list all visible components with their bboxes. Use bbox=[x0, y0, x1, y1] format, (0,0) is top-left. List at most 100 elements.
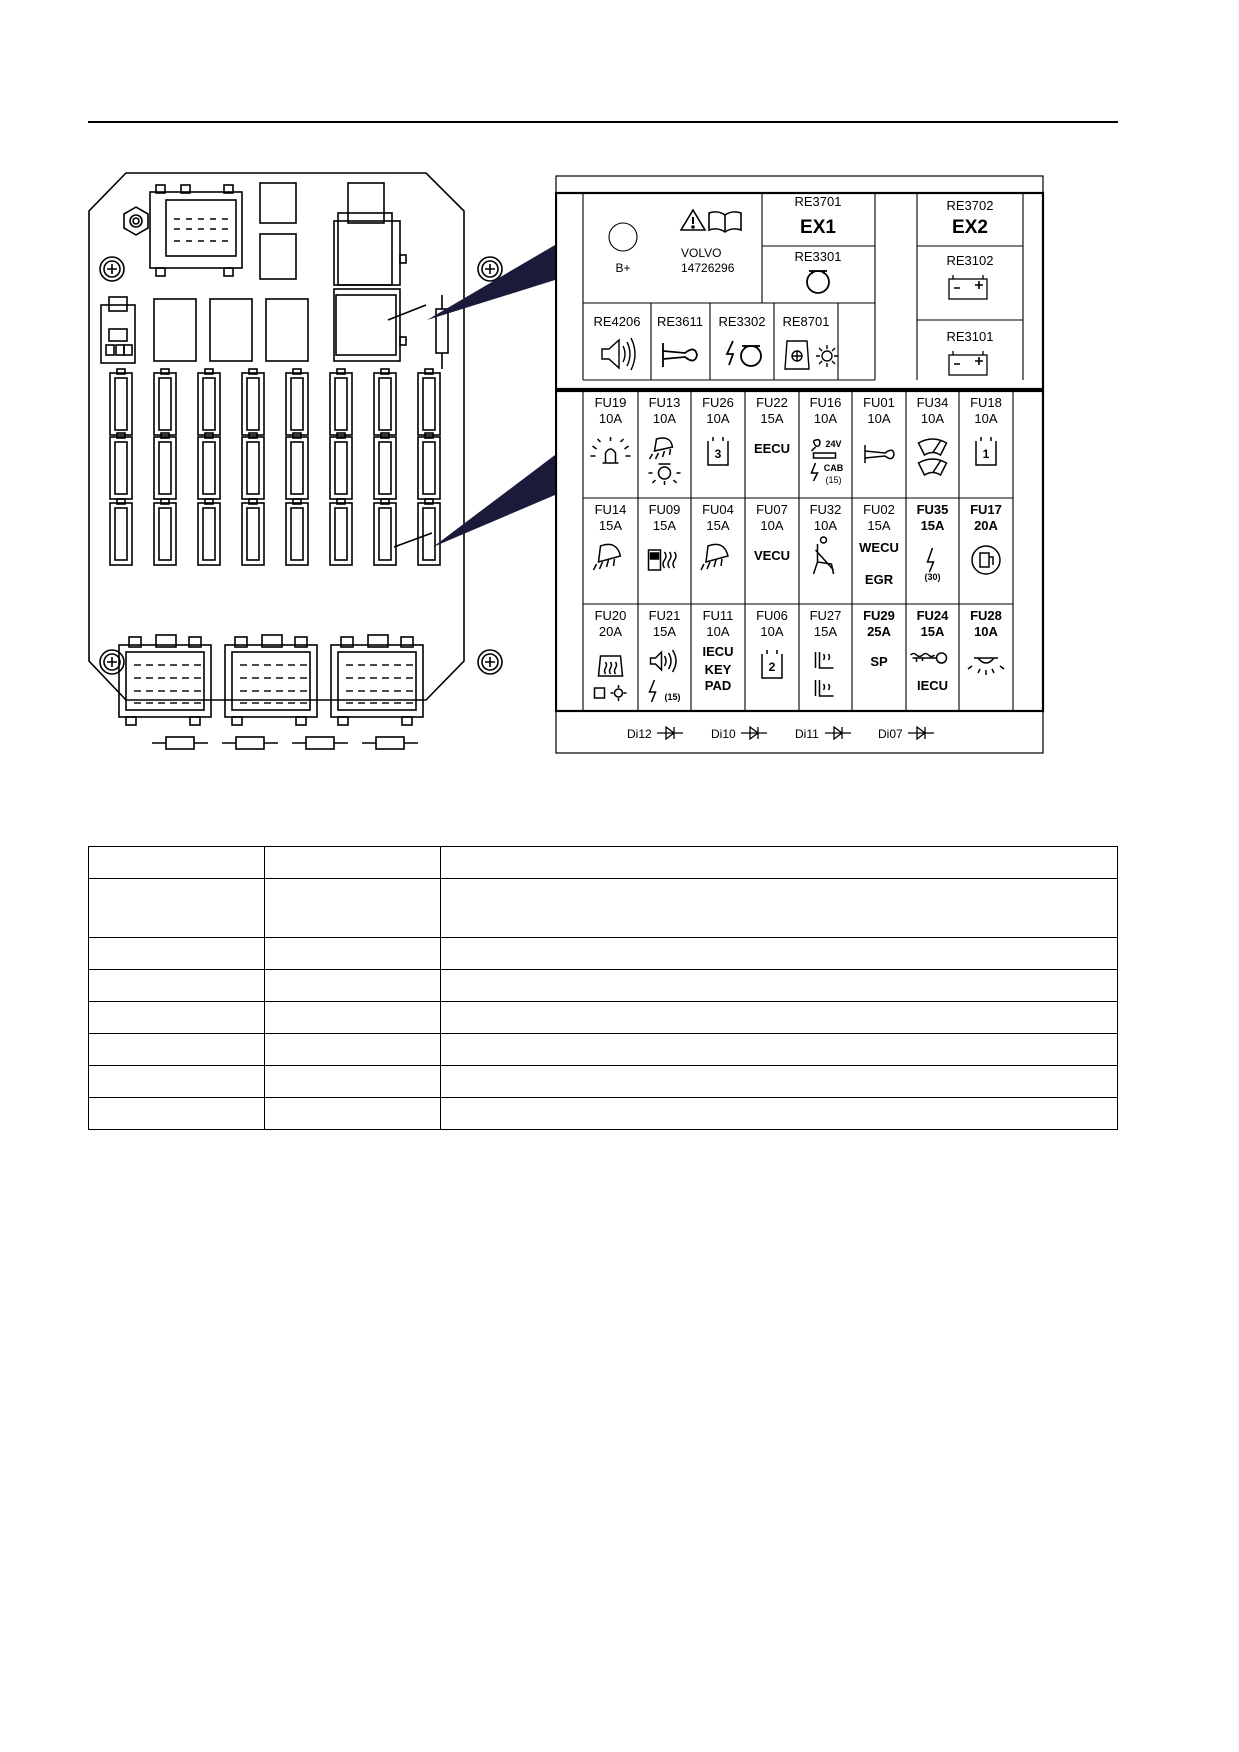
fuse-note: (30) bbox=[924, 572, 940, 582]
diode-icon bbox=[292, 736, 348, 750]
fuse-code: FU02 bbox=[863, 502, 895, 517]
fuse-rating: 10A bbox=[599, 411, 622, 426]
ex2-code: RE3702 bbox=[947, 198, 994, 213]
fuse-rating: 20A bbox=[974, 518, 998, 533]
fuse-slot bbox=[329, 498, 353, 566]
brand-text: VOLVO bbox=[681, 246, 721, 260]
cigarette-lighter-icon bbox=[810, 438, 837, 482]
diode-icon bbox=[152, 736, 208, 750]
fuse-code: FU27 bbox=[810, 608, 842, 623]
leader-line bbox=[393, 532, 433, 548]
table-row bbox=[88, 1033, 1118, 1066]
fuse-code: FU11 bbox=[703, 608, 734, 623]
fuse-code: FU26 bbox=[702, 395, 734, 410]
fuse-slot bbox=[153, 368, 177, 436]
fuse-code: FU01 bbox=[863, 395, 895, 410]
screw-icon bbox=[477, 649, 503, 675]
fuse-rating: 15A bbox=[921, 624, 945, 639]
warning-manual-icon bbox=[679, 208, 742, 233]
fuse-slot bbox=[285, 432, 309, 500]
fuse-rating: 15A bbox=[867, 518, 890, 533]
fuse-code: FU20 bbox=[595, 608, 627, 623]
ecu-label: PAD bbox=[705, 678, 731, 693]
fuse-slot bbox=[417, 368, 441, 436]
fuse-slot bbox=[373, 432, 397, 500]
resistor-icon bbox=[435, 295, 449, 369]
fuse-rating: 10A bbox=[653, 411, 676, 426]
fuse-rating: 10A bbox=[706, 624, 729, 639]
ecu-label: IECU bbox=[702, 644, 733, 659]
fuse-rating: 10A bbox=[706, 411, 729, 426]
module-1-icon bbox=[975, 437, 997, 466]
fuse-rating: 10A bbox=[814, 411, 837, 426]
fuse-rating: 10A bbox=[921, 411, 944, 426]
fan-sun-icon bbox=[784, 340, 838, 370]
relay-code-re3611: RE3611 bbox=[657, 314, 703, 329]
horn-icon bbox=[864, 445, 895, 463]
fuse-code: FU21 bbox=[649, 608, 681, 623]
worklight-icon bbox=[700, 543, 729, 571]
diode-icon bbox=[657, 725, 683, 741]
fuse-slot bbox=[109, 368, 133, 436]
part-number-text: 14726296 bbox=[681, 261, 735, 275]
fuse-rating: 10A bbox=[974, 411, 997, 426]
ecu-label: SP bbox=[870, 654, 888, 669]
ex1-name: EX1 bbox=[800, 217, 836, 238]
diode-icon bbox=[825, 725, 851, 741]
ecu-label: IECU bbox=[917, 678, 948, 693]
fuse-code: FU06 bbox=[756, 608, 788, 623]
fuse-slot bbox=[373, 498, 397, 566]
screw-icon bbox=[477, 256, 503, 282]
re3101-code: RE3101 bbox=[947, 329, 994, 344]
re3102-code: RE3102 bbox=[947, 253, 994, 268]
fuse-code: FU18 bbox=[970, 395, 1002, 410]
fuse-note: 24V bbox=[825, 439, 841, 449]
ex2-name: EX2 bbox=[952, 217, 988, 238]
power-icon bbox=[926, 547, 935, 573]
relay-code-re3302: RE3302 bbox=[719, 314, 766, 329]
top-connector bbox=[149, 184, 243, 277]
fuse-board-drawing bbox=[88, 172, 503, 750]
beacon-icon bbox=[590, 437, 631, 464]
mirror-heat-icon bbox=[593, 655, 627, 701]
fuse-rating: 15A bbox=[921, 518, 945, 533]
diode-label: Di12 bbox=[627, 727, 652, 741]
diode-di07: Di07 bbox=[878, 725, 934, 741]
wiper-icon bbox=[917, 438, 948, 477]
bottom-connector bbox=[224, 634, 318, 726]
fuse-code: FU28 bbox=[970, 608, 1002, 623]
fuse-rating: 10A bbox=[867, 411, 890, 426]
table-row bbox=[88, 878, 1118, 938]
ecu-label: EECU bbox=[754, 441, 790, 456]
diode-label: Di11 bbox=[795, 727, 819, 741]
leader-line bbox=[387, 304, 427, 321]
re3301-code: RE3301 bbox=[795, 249, 842, 264]
fuse-code: FU32 bbox=[810, 502, 842, 517]
b-plus-text: B+ bbox=[615, 261, 630, 275]
diode-label: Di10 bbox=[711, 727, 736, 741]
terminal-icon bbox=[608, 222, 638, 252]
table-row bbox=[88, 1001, 1118, 1034]
fuse-code: FU13 bbox=[649, 395, 681, 410]
diode-di12: Di12 bbox=[627, 725, 683, 741]
ex1-code: RE3701 bbox=[795, 194, 842, 209]
engine-icon bbox=[806, 270, 830, 294]
fuse-rating: 15A bbox=[653, 624, 676, 639]
fuse-code: FU07 bbox=[756, 502, 788, 517]
fuse-code: FU09 bbox=[649, 502, 681, 517]
fuse-rating: 10A bbox=[760, 518, 783, 533]
ecu-label: EGR bbox=[865, 572, 894, 587]
fuse-code: FU24 bbox=[917, 608, 950, 623]
